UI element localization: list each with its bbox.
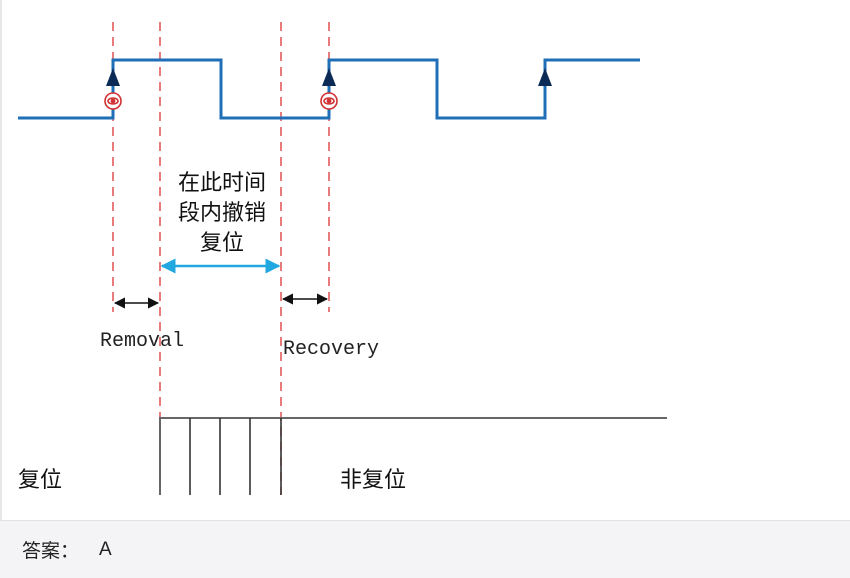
reset-label: 复位 <box>18 468 62 493</box>
recovery-label: Recovery <box>283 338 379 361</box>
reset-transition-hatch <box>189 418 251 495</box>
rising-edge-marker-2 <box>322 68 336 86</box>
removal-label: Removal <box>100 330 184 353</box>
rising-edge-marker-1 <box>106 68 120 86</box>
answer-label: 答案： <box>22 541 80 562</box>
non-reset-label: 非复位 <box>340 468 406 493</box>
window-label-line-2: 段内撤销 <box>178 201 266 226</box>
window-label-line-1: 在此时间 <box>178 171 266 196</box>
answer-bar: 答案： A <box>0 520 850 578</box>
window-label-line-3: 复位 <box>200 231 244 256</box>
reset-waveform <box>159 417 667 495</box>
reset-timing-diagram: 在此时间 段内撤销 复位 Removal Recovery 复位 非复位 <box>0 0 667 520</box>
rising-edge-marker-3 <box>538 68 552 86</box>
sample-eye-icon-1 <box>104 92 122 110</box>
sample-eye-icon-2 <box>320 92 338 110</box>
answer-value: A <box>99 538 112 560</box>
